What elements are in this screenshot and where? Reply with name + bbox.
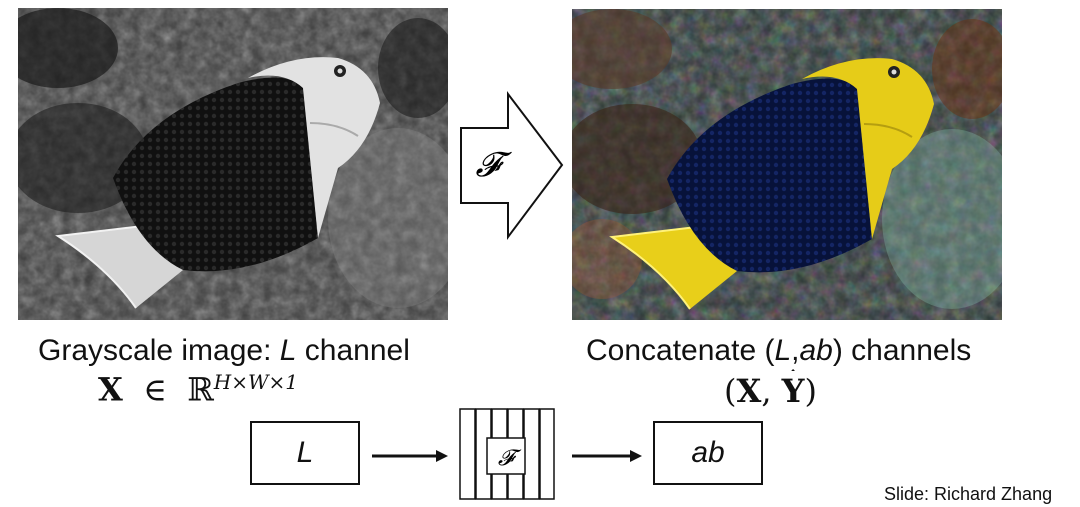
arrow-head-output [630, 450, 642, 462]
network-function-box [486, 437, 526, 475]
grayscale-fish-image [18, 8, 448, 320]
output-tensor-notation: (X, Y) [724, 372, 817, 410]
slide-credit: Slide: Richard Zhang [884, 484, 1053, 504]
big-arrow-shape [460, 91, 564, 240]
output-ab-box: ab [653, 421, 763, 485]
colorized-fish-image [572, 9, 1002, 320]
arrow-head-input [436, 450, 448, 462]
input-tensor-notation: X ∈ ℝH×W×1 [98, 370, 299, 409]
output-label: ab [691, 436, 725, 469]
input-label: L [296, 436, 314, 469]
grayscale-caption: Grayscale image: L channel [38, 334, 410, 367]
input-L-box: L [250, 421, 360, 485]
concatenate-caption: Concatenate (L,ab) channels [586, 334, 972, 367]
